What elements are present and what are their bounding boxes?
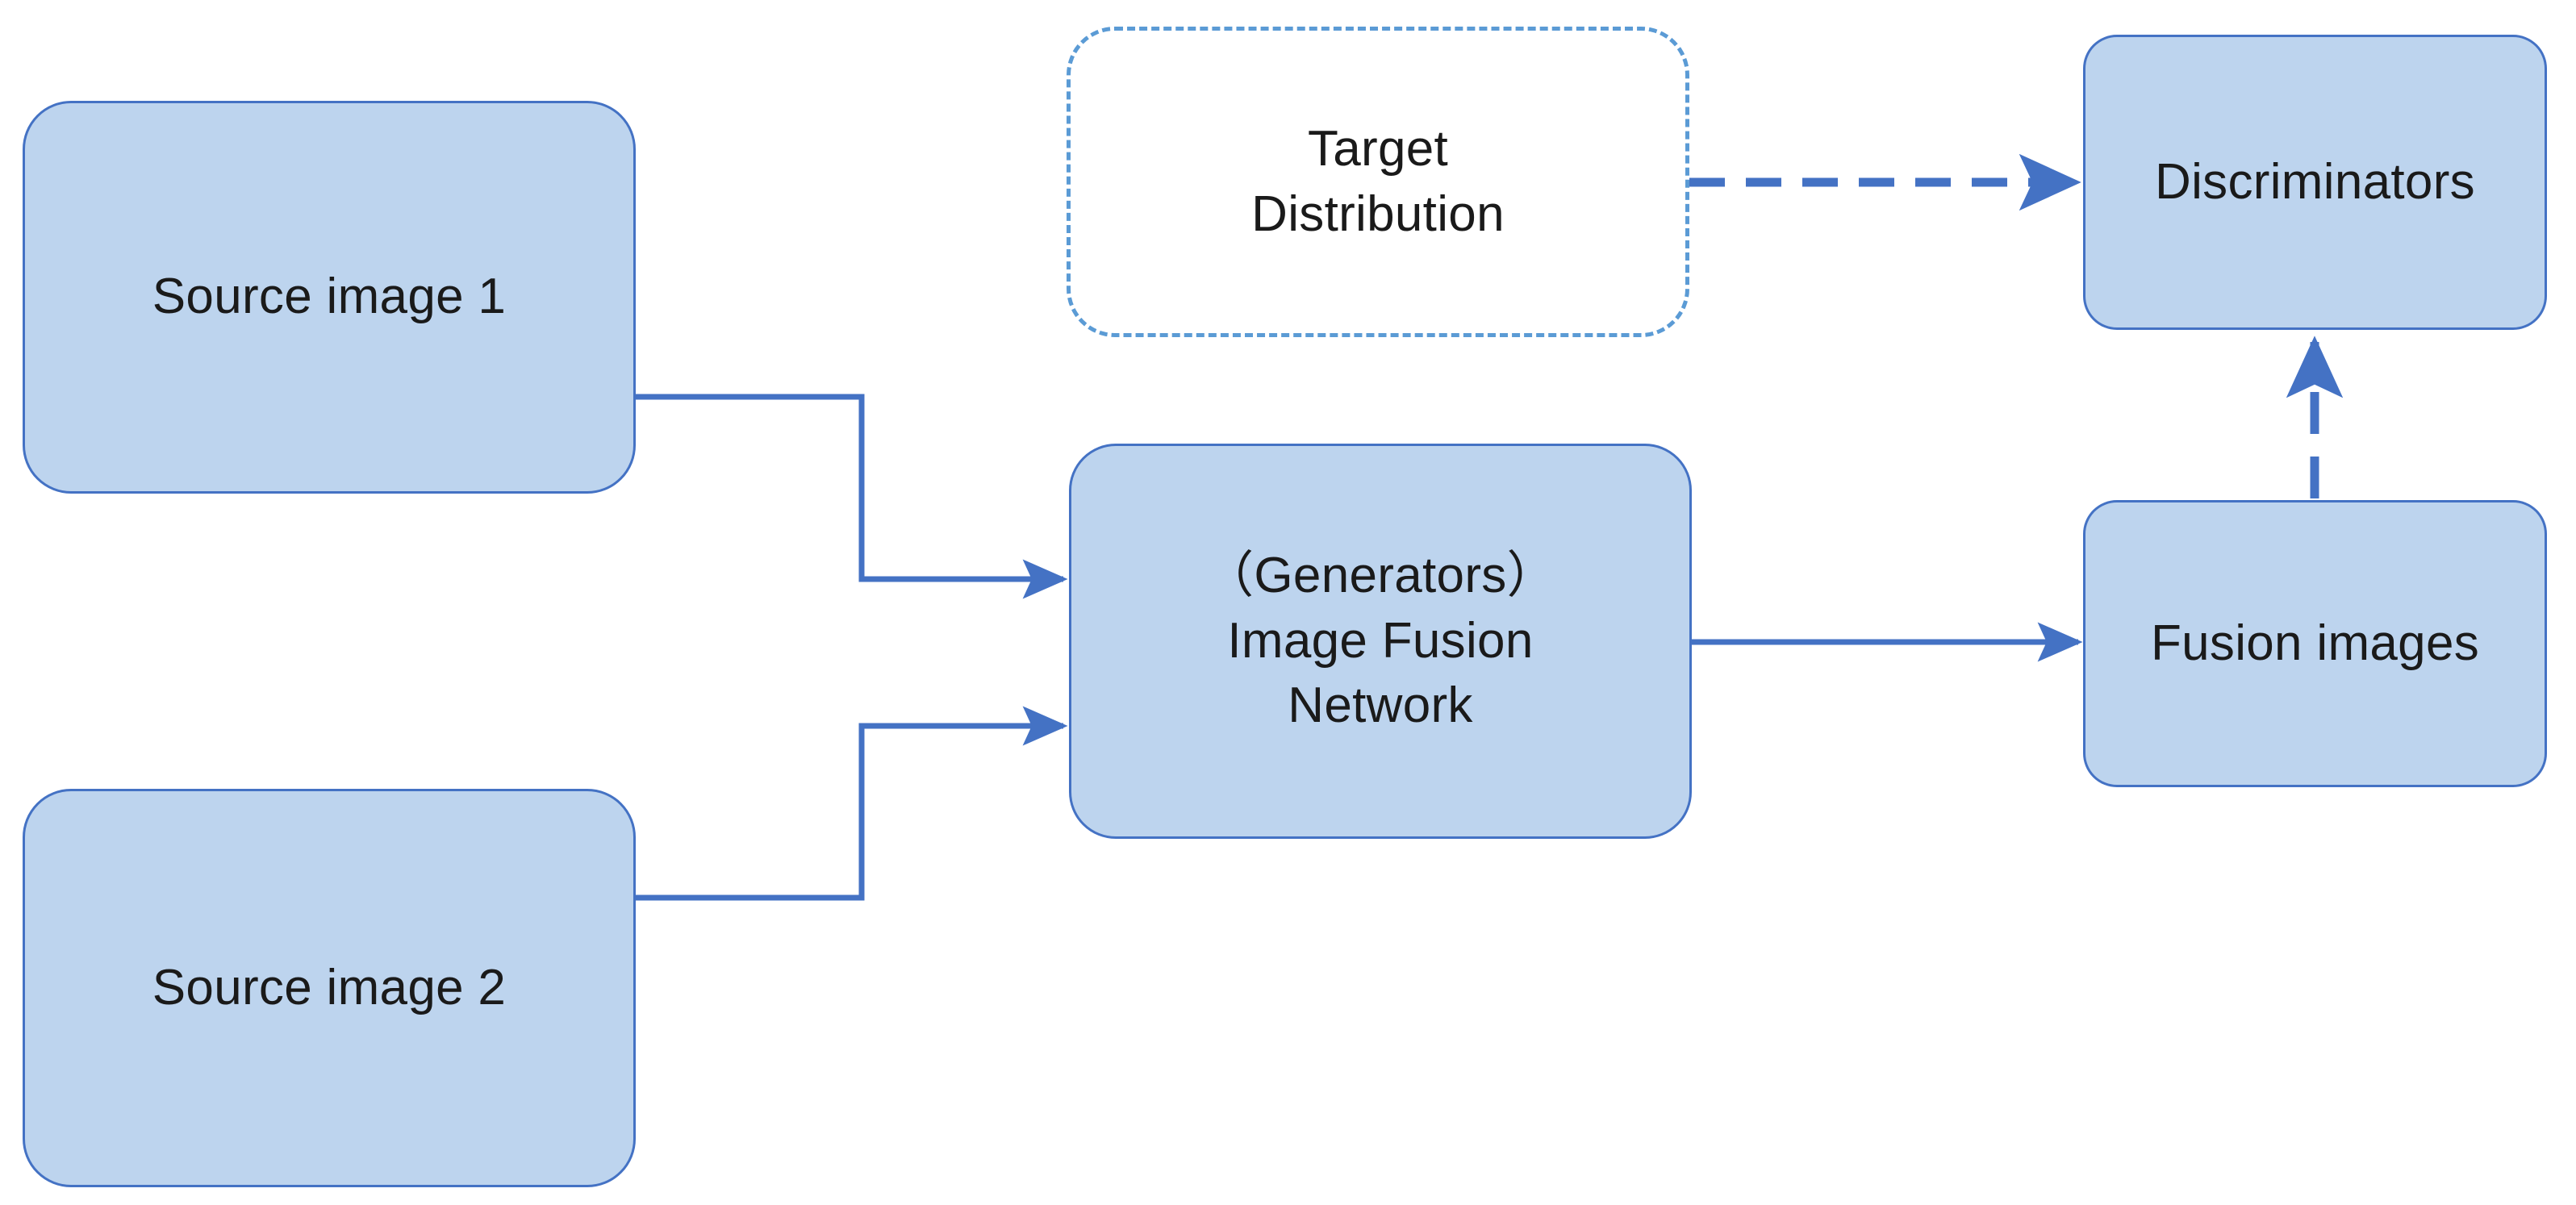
node-source-image-2[interactable]: Source image 2 xyxy=(23,789,636,1187)
node-source-image-2-label: Source image 2 xyxy=(152,959,507,1015)
edge-source1-to-generator xyxy=(636,394,1068,599)
node-image-fusion-network[interactable]: （Generators） Image Fusion Network xyxy=(1069,444,1692,839)
node-target-distribution[interactable]: Target Distribution xyxy=(1067,27,1689,337)
edge-source2-to-generator xyxy=(636,706,1068,901)
node-source-image-1[interactable]: Source image 1 xyxy=(23,101,636,494)
node-target-distribution-label: Target Distribution xyxy=(1251,120,1505,242)
node-discriminators-label: Discriminators xyxy=(2155,153,2475,210)
node-image-fusion-network-label: （Generators） Image Fusion Network xyxy=(1204,548,1557,734)
node-fusion-images[interactable]: Fusion images xyxy=(2083,500,2547,787)
node-discriminators[interactable]: Discriminators xyxy=(2083,35,2547,330)
node-fusion-images-label: Fusion images xyxy=(2150,615,2480,671)
node-source-image-1-label: Source image 1 xyxy=(152,269,507,325)
